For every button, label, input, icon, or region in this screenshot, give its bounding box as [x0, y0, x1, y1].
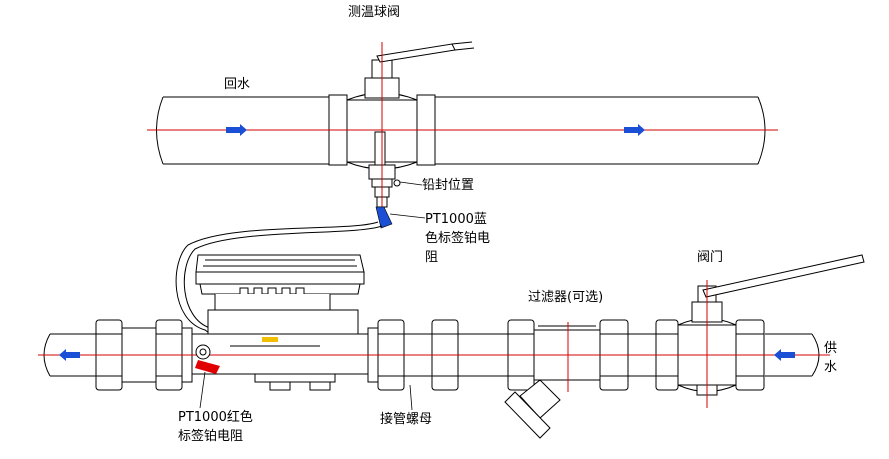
supply-water-label-1: 供	[824, 341, 838, 356]
supply-water-label-2: 水	[824, 360, 838, 375]
blue-sensor	[375, 206, 393, 229]
pt1000-blue-label-line1: PT1000蓝	[425, 212, 487, 227]
return-water-label: 回水	[224, 77, 251, 92]
pt1000-blue-label-line2: 色标签铂电	[425, 231, 491, 246]
red-sensor	[195, 344, 220, 374]
connection-nut-label: 接管螺母	[380, 412, 433, 427]
pt1000-red-label-line2: 标签铂电阻	[178, 429, 244, 444]
filter-label: 过滤器(可选)	[528, 290, 604, 305]
supply-pipe-axis	[38, 280, 830, 408]
leader-lines	[199, 181, 426, 411]
pt1000-blue-label-line3: 阻	[425, 250, 439, 265]
seal-position-label: 铅封位置	[422, 178, 475, 193]
supply-flow-arrows	[59, 349, 795, 361]
y-strainer	[504, 319, 629, 439]
return-flow-arrows	[226, 124, 645, 136]
valve-top-label: 测温球阀	[348, 5, 401, 20]
return-pipe-axis	[147, 42, 778, 220]
valve-right-label: 阀门	[697, 250, 724, 265]
pt1000-red-label-line1: PT1000红色	[178, 410, 253, 425]
heat-meter	[189, 254, 369, 391]
